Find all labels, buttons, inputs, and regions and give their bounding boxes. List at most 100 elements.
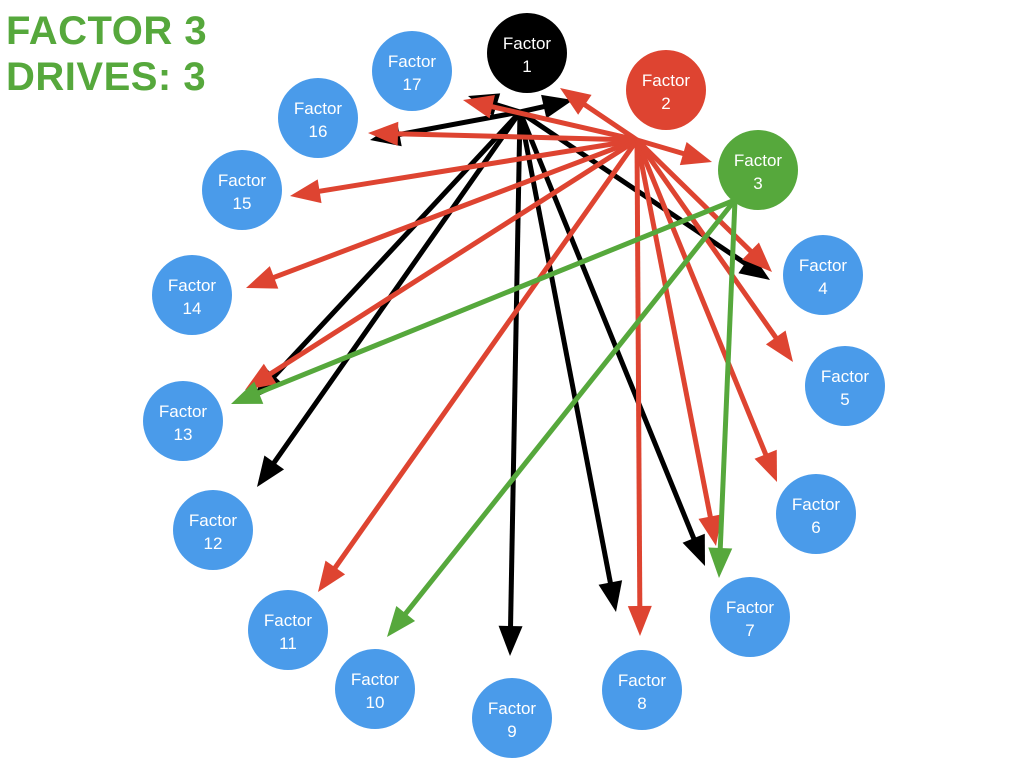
arrow-shaft <box>489 103 638 143</box>
node-label-line-1: Factor <box>264 611 313 630</box>
node-factor-13: Factor 13 <box>143 381 223 461</box>
node-label-line-2: 6 <box>811 518 820 537</box>
node-label-line-2: 17 <box>403 75 422 94</box>
arrow-factor-1-to-factor-9 <box>498 111 523 656</box>
arrow-factor-1-to-factor-13 <box>254 110 522 398</box>
arrow-head <box>498 625 523 656</box>
node-label-line-2: 4 <box>818 279 827 298</box>
node-label-line-1: Factor <box>821 367 870 386</box>
arrow-shaft <box>508 111 523 629</box>
arrow-factor-2-to-factor-1 <box>560 88 639 143</box>
node-label-line-1: Factor <box>726 598 775 617</box>
node-label-line-2: 16 <box>309 122 328 141</box>
arrow-head <box>231 381 264 404</box>
arrow-shaft <box>517 111 697 542</box>
node-circle <box>776 474 856 554</box>
node-label-line-1: Factor <box>218 171 267 190</box>
arrow-shaft <box>271 110 522 380</box>
arrow-head <box>754 449 777 482</box>
arrow-factor-2-to-factor-16 <box>368 121 638 146</box>
node-label-line-1: Factor <box>159 402 208 421</box>
arrow-shaft <box>395 131 638 143</box>
node-circle <box>487 13 567 93</box>
arrow-head <box>246 266 279 289</box>
node-label-line-1: Factor <box>618 671 667 690</box>
node-circle <box>472 678 552 758</box>
node-factor-17: Factor 17 <box>372 31 452 111</box>
arrow-factor-3-to-factor-13 <box>231 197 736 404</box>
node-label-line-2: 14 <box>183 299 202 318</box>
node-label-line-1: Factor <box>488 699 537 718</box>
node-label-line-2: 1 <box>522 57 531 76</box>
arrow-head <box>738 253 770 280</box>
node-label-line-2: 12 <box>204 534 223 553</box>
node-circle <box>248 590 328 670</box>
arrow-shaft <box>717 199 738 551</box>
arrow-head <box>387 606 416 637</box>
arrow-shaft <box>402 198 737 617</box>
arrow-factor-2-to-factor-8 <box>627 139 652 636</box>
arrow-shaft <box>267 137 639 378</box>
node-circle <box>718 130 798 210</box>
arrow-shaft <box>634 139 769 458</box>
node-label-line-2: 5 <box>840 390 849 409</box>
arrow-head <box>708 547 733 578</box>
arrow-shaft <box>634 139 714 519</box>
arrow-head <box>682 533 705 566</box>
node-circle <box>152 255 232 335</box>
arrow-factor-2-to-factor-7 <box>634 139 723 546</box>
node-label-line-1: Factor <box>734 151 783 170</box>
arrow-head <box>541 94 573 119</box>
arrow-shaft <box>634 139 643 609</box>
node-circle <box>143 381 223 461</box>
arrow-shaft <box>317 137 638 195</box>
node-circle <box>626 50 706 130</box>
arrow-head <box>318 560 346 592</box>
node-label-line-2: 2 <box>661 94 670 113</box>
arrow-factor-2-to-factor-14 <box>246 137 638 289</box>
arrow-shaft <box>397 109 521 138</box>
arrow-head <box>463 95 495 119</box>
arrow-head <box>257 455 285 487</box>
headline-line-2: DRIVES: 3 <box>6 55 207 99</box>
arrow-factor-1-to-factor-12 <box>257 110 523 487</box>
node-factor-16: Factor 16 <box>278 78 358 158</box>
node-factor-2: Factor 2 <box>626 50 706 130</box>
arrow-shaft <box>271 137 638 281</box>
arrow-head <box>698 514 723 546</box>
node-circle <box>602 650 682 730</box>
arrow-shaft <box>517 111 614 585</box>
headline: FACTOR 3 DRIVES: 3 <box>6 8 207 100</box>
arrow-head <box>765 330 793 362</box>
arrow-shaft <box>636 137 686 157</box>
arrow-factor-2-to-factor-15 <box>290 137 638 204</box>
arrow-head <box>560 88 592 115</box>
node-circle <box>805 346 885 426</box>
node-label-line-1: Factor <box>792 495 841 514</box>
node-label-line-1: Factor <box>388 52 437 71</box>
arrow-factor-2-to-factor-11 <box>318 138 640 592</box>
node-factor-6: Factor 6 <box>776 474 856 554</box>
edges-layer <box>231 88 793 656</box>
node-label-line-2: 15 <box>233 194 252 213</box>
arrow-head <box>742 242 772 272</box>
arrow-shaft <box>332 138 640 571</box>
arrow-factor-2-to-factor-6 <box>634 139 777 482</box>
node-label-line-1: Factor <box>642 71 691 90</box>
arrow-head <box>290 179 322 204</box>
arrow-factor-1-to-factor-7 <box>517 111 705 566</box>
node-circle <box>335 649 415 729</box>
arrow-factor-1-to-factor-2 <box>519 94 573 119</box>
node-label-line-2: 13 <box>174 425 193 444</box>
node-label-line-1: Factor <box>294 99 343 118</box>
arrow-head <box>598 580 623 612</box>
